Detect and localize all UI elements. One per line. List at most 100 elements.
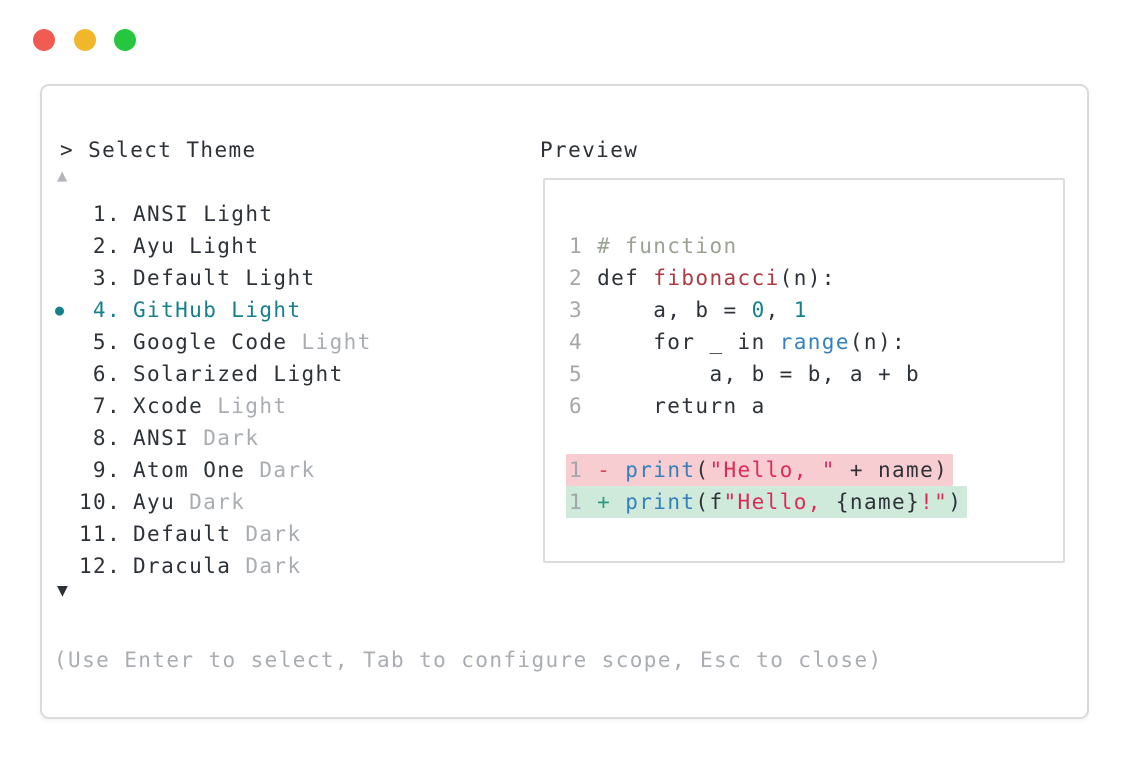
theme-list-item[interactable]: 6. Solarized Light: [42, 358, 522, 390]
line-number: 5: [569, 362, 598, 386]
diff-removed-highlight: 1 - print("Hello, " + name): [566, 454, 954, 486]
theme-name: Google Code: [133, 330, 288, 354]
theme-number: 2.: [92, 234, 121, 258]
theme-list-item[interactable]: 9. Atom One Dark: [42, 454, 522, 486]
theme-name: Atom One: [133, 458, 246, 482]
theme-list-item[interactable]: 2. Ayu Light: [42, 230, 522, 262]
theme-name: Default Light: [133, 266, 316, 290]
theme-list-item[interactable]: 5. Google Code Light: [42, 326, 522, 358]
theme-name: ANSI Light: [133, 202, 274, 226]
scroll-up-icon[interactable]: ▲: [57, 166, 68, 186]
theme-number: 11.: [79, 522, 122, 546]
theme-name: GitHub Light: [133, 298, 302, 322]
theme-number: 3.: [92, 266, 121, 290]
code-line: 2 def fibonacci(n):: [569, 262, 967, 294]
line-number: 1: [569, 234, 598, 258]
code-token-builtin: range: [779, 330, 850, 354]
theme-variant-suffix: Dark: [189, 490, 246, 514]
code-token-func: fibonacci: [653, 266, 780, 290]
theme-number: 1.: [92, 202, 121, 226]
theme-list-item[interactable]: 3. Default Light: [42, 262, 522, 294]
line-number: 1: [569, 458, 598, 482]
code-token-plain: (: [695, 458, 710, 482]
theme-number: 12.: [79, 554, 122, 578]
code-token-builtin: print: [625, 490, 696, 514]
code-line: 5 a, b = b, a + b: [569, 358, 967, 390]
theme-variant-suffix: Dark: [259, 458, 316, 482]
code-token-plain: a, b = b, a + b: [597, 362, 921, 386]
code-token-string: "Hello, ": [709, 458, 836, 482]
line-number: 6: [569, 394, 598, 418]
theme-name: Dracula: [133, 554, 232, 578]
code-token-plain: a, b =: [597, 298, 752, 322]
theme-list: 1. ANSI Light 2. Ayu Light 3. Default Light ● 4…: [42, 198, 522, 582]
code-line: 1 # function: [569, 230, 967, 262]
theme-variant-suffix: Dark: [245, 554, 302, 578]
theme-picker-panel: > Select Theme ▲ 1. ANSI Light 2. Ayu Light…: [40, 84, 1089, 719]
selected-bullet-icon: ●: [55, 301, 65, 319]
code-token-plain: ,: [765, 298, 794, 322]
select-theme-prompt: > Select Theme: [60, 138, 257, 162]
theme-number: 9.: [92, 458, 121, 482]
preview-label: Preview: [540, 138, 639, 162]
code-token-plus: +: [597, 490, 626, 514]
line-number: 1: [569, 490, 598, 514]
diff-code-line: 1 + print(f"Hello, {name}!"): [566, 486, 968, 518]
code-line: 6 return a: [569, 390, 967, 422]
theme-name: ANSI: [133, 426, 190, 450]
close-button[interactable]: [33, 29, 55, 51]
theme-variant-suffix: Dark: [245, 522, 302, 546]
theme-name: Ayu Light: [133, 234, 260, 258]
code-line: 4 for _ in range(n):: [569, 326, 967, 358]
theme-name: Xcode: [133, 394, 204, 418]
code-token-plain: {name}: [835, 490, 921, 514]
theme-list-item[interactable]: 11. Default Dark: [42, 518, 522, 550]
code-token-plain: return a: [597, 394, 766, 418]
code-token-plain: (n):: [849, 330, 907, 354]
theme-number: 6.: [92, 362, 121, 386]
theme-variant-suffix: Light: [217, 394, 288, 418]
minimize-button[interactable]: [74, 29, 96, 51]
code-token-plain: ): [948, 490, 963, 514]
theme-variant-suffix: Dark: [203, 426, 260, 450]
theme-list-item[interactable]: ● 4. GitHub Light: [42, 294, 522, 326]
code-token-number: 0: [751, 298, 766, 322]
theme-number: 7.: [92, 394, 121, 418]
theme-number: 5.: [92, 330, 121, 354]
theme-name: Solarized Light: [133, 362, 344, 386]
theme-variant-suffix: Light: [301, 330, 372, 354]
theme-name: Default: [133, 522, 232, 546]
code-token-plain: (f: [695, 490, 724, 514]
code-token-string: "Hello,: [723, 490, 836, 514]
diff-code-line: 1 - print("Hello, " + name): [566, 454, 967, 486]
code-line: 3 a, b = 0, 1: [569, 294, 967, 326]
diff-added-highlight: 1 + print(f"Hello, {name}!"): [566, 486, 968, 518]
line-number: 3: [569, 298, 598, 322]
theme-list-item[interactable]: 1. ANSI Light: [42, 198, 522, 230]
code-token-plain: for _ in: [597, 330, 780, 354]
line-number: 4: [569, 330, 598, 354]
code-token-minus: -: [597, 458, 626, 482]
theme-number: 4.: [92, 298, 121, 322]
theme-name: Ayu: [133, 490, 176, 514]
code-token-string: !": [920, 490, 949, 514]
code-token-plain: def: [597, 266, 654, 290]
code-token-plain: (n):: [779, 266, 836, 290]
theme-list-item[interactable]: 7. Xcode Light: [42, 390, 522, 422]
code-line: [569, 422, 967, 454]
code-token-number: 1: [793, 298, 808, 322]
theme-number: 8.: [92, 426, 121, 450]
code-token-comment: # function: [597, 234, 738, 258]
keyboard-hint: (Use Enter to select, Tab to configure s…: [54, 648, 883, 672]
theme-list-item[interactable]: 12. Dracula Dark: [42, 550, 522, 582]
code-token-plain: + name): [835, 458, 949, 482]
maximize-button[interactable]: [114, 29, 136, 51]
theme-list-item[interactable]: 8. ANSI Dark: [42, 422, 522, 454]
line-number: 2: [569, 266, 598, 290]
theme-number: 10.: [79, 490, 122, 514]
code-token-builtin: print: [625, 458, 696, 482]
theme-list-item[interactable]: 10. Ayu Dark: [42, 486, 522, 518]
scroll-down-icon[interactable]: ▼: [57, 580, 68, 601]
